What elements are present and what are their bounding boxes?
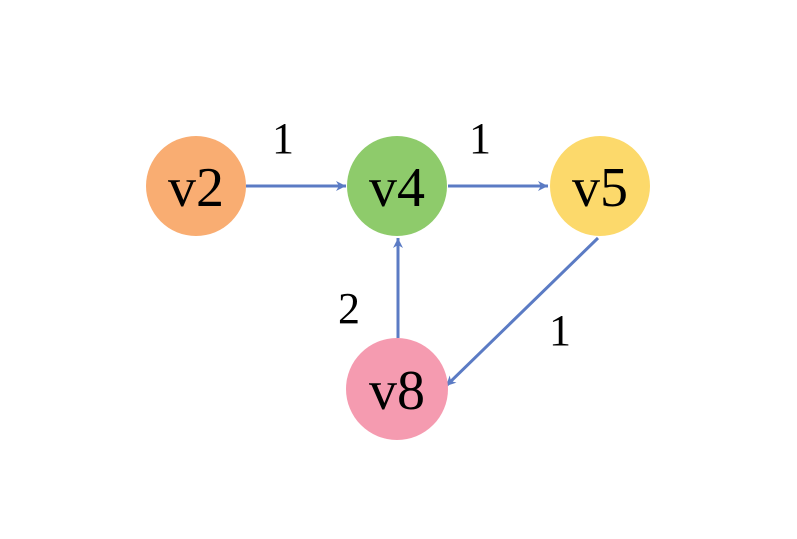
- edge-weight-v2-v4: 1: [272, 114, 294, 163]
- node-v8: v8: [346, 338, 448, 440]
- node-v2-label: v2: [168, 157, 224, 219]
- node-v4-label: v4: [369, 157, 425, 219]
- node-v8-label: v8: [369, 360, 425, 422]
- node-v5: v5: [550, 136, 650, 236]
- node-v8-circle: [346, 338, 448, 440]
- node-v2-circle: [146, 136, 246, 236]
- edge-weight-v5-v8: 1: [549, 306, 571, 355]
- node-v5-label: v5: [572, 157, 628, 219]
- node-v2: v2: [146, 136, 246, 236]
- edge-weight-v8-v4: 2: [338, 284, 360, 333]
- edge-weight-v4-v5: 1: [469, 114, 491, 163]
- node-v4-circle: [347, 136, 447, 236]
- edge-v5-to-v8: [444, 236, 600, 388]
- node-v4: v4: [347, 136, 447, 236]
- node-v5-circle: [550, 136, 650, 236]
